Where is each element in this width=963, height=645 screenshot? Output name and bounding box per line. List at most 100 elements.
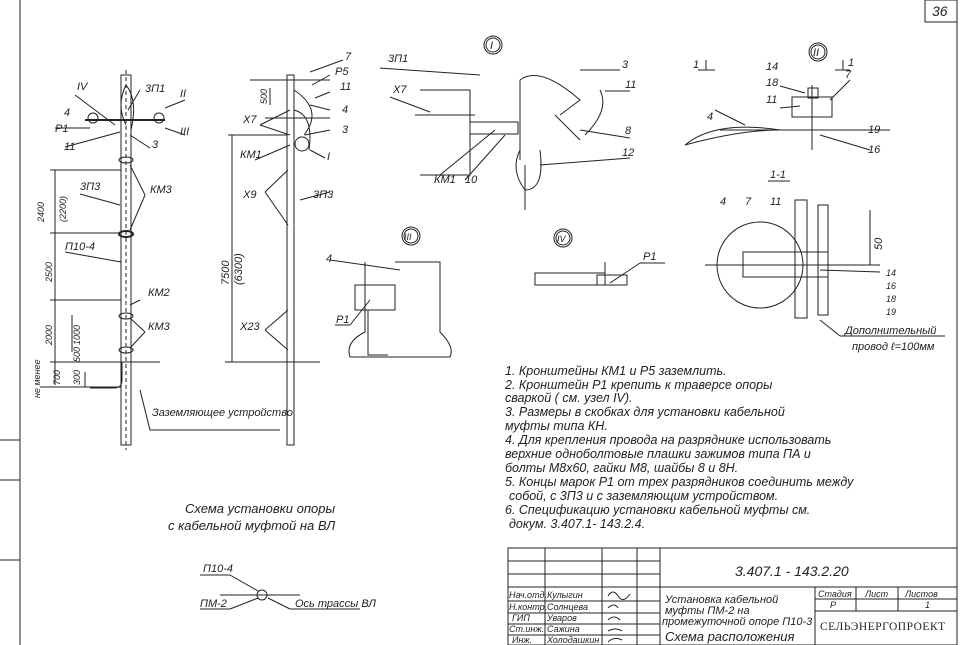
label-3: 3: [342, 124, 349, 136]
label-km1: КМ1: [434, 174, 456, 186]
label-x9: Х9: [242, 189, 256, 201]
label-18: 18: [766, 77, 779, 89]
scheme-caption-line1: Схема установки опоры: [185, 501, 335, 516]
label-km2: КМ2: [148, 287, 170, 299]
label-7: 7: [845, 69, 852, 81]
label-8: 8: [625, 125, 632, 137]
scheme-caption-line2: с кабельной муфтой на ВЛ: [168, 518, 335, 533]
label-km3-top: КМ3: [150, 184, 173, 196]
label-p10-4: П10-4: [65, 241, 95, 253]
label-p5: P5: [335, 66, 349, 78]
label-11: 11: [766, 94, 777, 106]
dim-1000: 1000: [72, 325, 82, 345]
notes: 1. Кронштейны КМ1 и Р5 заземлить. 2. Кро…: [504, 364, 854, 531]
sheets-label: Листов: [904, 589, 938, 599]
detail-iv: IV P1: [534, 228, 665, 286]
label-19: 19: [868, 124, 880, 136]
signatures: [607, 591, 631, 643]
title-block: 3.407.1 - 143.2.20 Нач.отд. Кулыгин Н.ко…: [507, 547, 958, 645]
label-node-iii: III: [180, 126, 189, 138]
note-line: верхние одноболтовые плашки зажимов типа…: [505, 447, 811, 461]
detail-iii-title: III: [404, 232, 412, 242]
label-x23: Х23: [239, 321, 260, 333]
label-11: 11: [770, 196, 781, 208]
label-10: 10: [465, 174, 478, 186]
layout-scheme: П10-4 ПМ-2 Ось трассы ВЛ: [200, 563, 376, 610]
detail-iv-title: IV: [557, 234, 567, 244]
label-line-axis: Ось трассы ВЛ: [295, 598, 376, 610]
note-line: собой, с 3П3 и с заземляющим устройством…: [509, 489, 778, 503]
sheets-value: 1: [925, 600, 930, 610]
section-1-1: 1-1 4 7 11 50 14 16 18 19 Дополнительный…: [705, 169, 945, 353]
dim-2200: (2200): [58, 196, 68, 222]
note-line: 6. Спецификацию установки кабельной муфт…: [505, 503, 810, 517]
person-name: Холодашкин: [546, 635, 599, 645]
note-line: докум. 3.407.1- 143.2.4.: [509, 517, 645, 531]
note-line: 3. Размеры в скобках для установки кабел…: [505, 405, 785, 419]
label-x7: Х7: [242, 114, 257, 126]
sheet-label: Лист: [864, 589, 889, 599]
label-4: 4: [342, 104, 348, 116]
dim-500: 500: [72, 347, 82, 362]
stage-label: Стадия: [818, 589, 852, 599]
detail-ii: II 1 1 14 18 11 7 4 19 16: [684, 42, 890, 156]
label-4: 4: [64, 107, 70, 119]
label-19: 19: [886, 307, 896, 317]
person-name: Уваров: [546, 613, 577, 623]
label-7: 7: [745, 196, 752, 208]
pole-scheme-side: 7 P5 11 4 Х7 3 КМ1 I Х9 3П3 Х23 500 7500…: [220, 51, 352, 446]
dim-min: не менее: [32, 359, 42, 398]
title-line: муфты ПМ-2 на: [665, 605, 750, 617]
dim-500: 500: [259, 89, 269, 104]
label-11: 11: [64, 141, 75, 153]
note-line: 4. Для крепления провода на разряднике и…: [505, 433, 831, 447]
label-grounding-device: Заземляющее устройство: [152, 407, 293, 419]
label-x7: Х7: [392, 84, 407, 96]
cut-mark-left: 1: [693, 59, 699, 71]
label-3: 3: [152, 139, 159, 151]
note-line: 2. Кронштейн Р1 крепить к траверсе опоры: [504, 378, 772, 392]
note-line: болты М8х60, гайки М8, шайбы 8 и 8Н.: [505, 461, 738, 475]
label-3: 3: [622, 59, 629, 71]
label-16: 16: [868, 144, 881, 156]
label-18: 18: [886, 294, 896, 304]
detail-iii: III 4 P1: [326, 226, 452, 358]
label-node-ii: II: [180, 88, 186, 100]
dim-2000: 2000: [44, 325, 54, 346]
dim-300: 300: [72, 370, 82, 385]
role: Инж.: [512, 635, 532, 645]
label-4: 4: [707, 111, 713, 123]
organization-name: СЕЛЬЭНЕРГОПРОЕКТ: [820, 621, 946, 633]
note-line: муфты типа КН.: [505, 419, 608, 433]
label-4: 4: [720, 196, 726, 208]
role: ГИП: [512, 613, 530, 623]
label-3p1: 3П1: [145, 83, 165, 95]
person-name: Солнцева: [547, 602, 588, 612]
stage-value: Р: [830, 600, 836, 610]
label-3p3: 3П3: [313, 189, 334, 201]
label-7: 7: [345, 51, 352, 63]
label-km3-bottom: КМ3: [148, 321, 171, 333]
person-name: Кулыгин: [547, 590, 583, 600]
label-14: 14: [886, 268, 896, 278]
dim-2400: 2400: [36, 202, 46, 223]
document-code: 3.407.1 - 143.2.20: [735, 563, 849, 579]
label-node-iv: IV: [77, 81, 89, 93]
cut-mark-right: 1: [848, 57, 854, 69]
note-line: сваркой ( см. узел IV).: [505, 391, 633, 405]
label-p1: P1: [643, 251, 656, 263]
dim-700: 700: [52, 370, 62, 385]
dim-50: 50: [873, 237, 885, 250]
label-pole-p10-4: П10-4: [203, 563, 233, 575]
label-3p3: 3П3: [80, 181, 101, 193]
pole-scheme-front: IV 3П1 II 4 III P1 11 3 3П3 КМ3 П10-4 КМ…: [32, 70, 293, 450]
label-p1: P1: [55, 123, 68, 135]
person-name: Сажина: [547, 624, 580, 634]
role: Нач.отд.: [509, 590, 547, 600]
detail-ii-title: II: [813, 47, 819, 59]
drawing-subtitle: Схема расположения: [665, 629, 794, 644]
label-p1: P1: [336, 314, 349, 326]
note-line: 5. Концы марок Р1 от трех разрядников со…: [505, 475, 854, 489]
label-16: 16: [886, 281, 896, 291]
